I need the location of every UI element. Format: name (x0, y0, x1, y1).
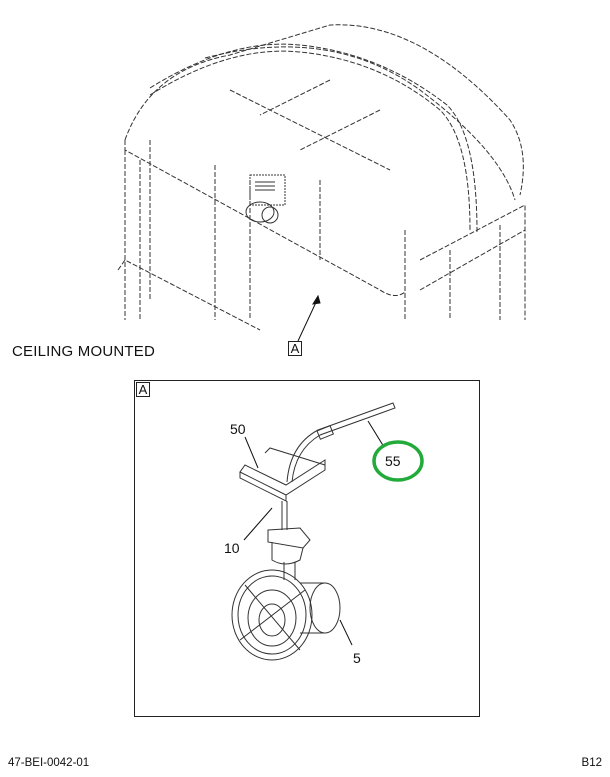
highlight-circle-55 (372, 440, 424, 482)
cab-roof-drawing (117, 24, 526, 331)
detail-fan-drawing (231, 402, 396, 661)
overview-callout-a: A (288, 341, 302, 356)
part-label-55: 55 (385, 453, 401, 469)
view-caption: CEILING MOUNTED (12, 343, 156, 360)
part-label-5: 5 (353, 650, 361, 666)
part-label-50: 50 (230, 421, 246, 437)
leader-55 (367, 420, 385, 448)
leader-50 (244, 436, 259, 469)
leader-10 (243, 507, 273, 541)
detail-view-letter: A (136, 382, 150, 397)
blower-unit-drawing (245, 174, 286, 224)
illustration-id: 47-BEI-0042-01 (8, 757, 90, 769)
page-reference: B12 (581, 757, 602, 769)
leader-5 (339, 619, 353, 646)
part-label-10: 10 (224, 540, 240, 556)
detail-view-a (134, 380, 480, 717)
